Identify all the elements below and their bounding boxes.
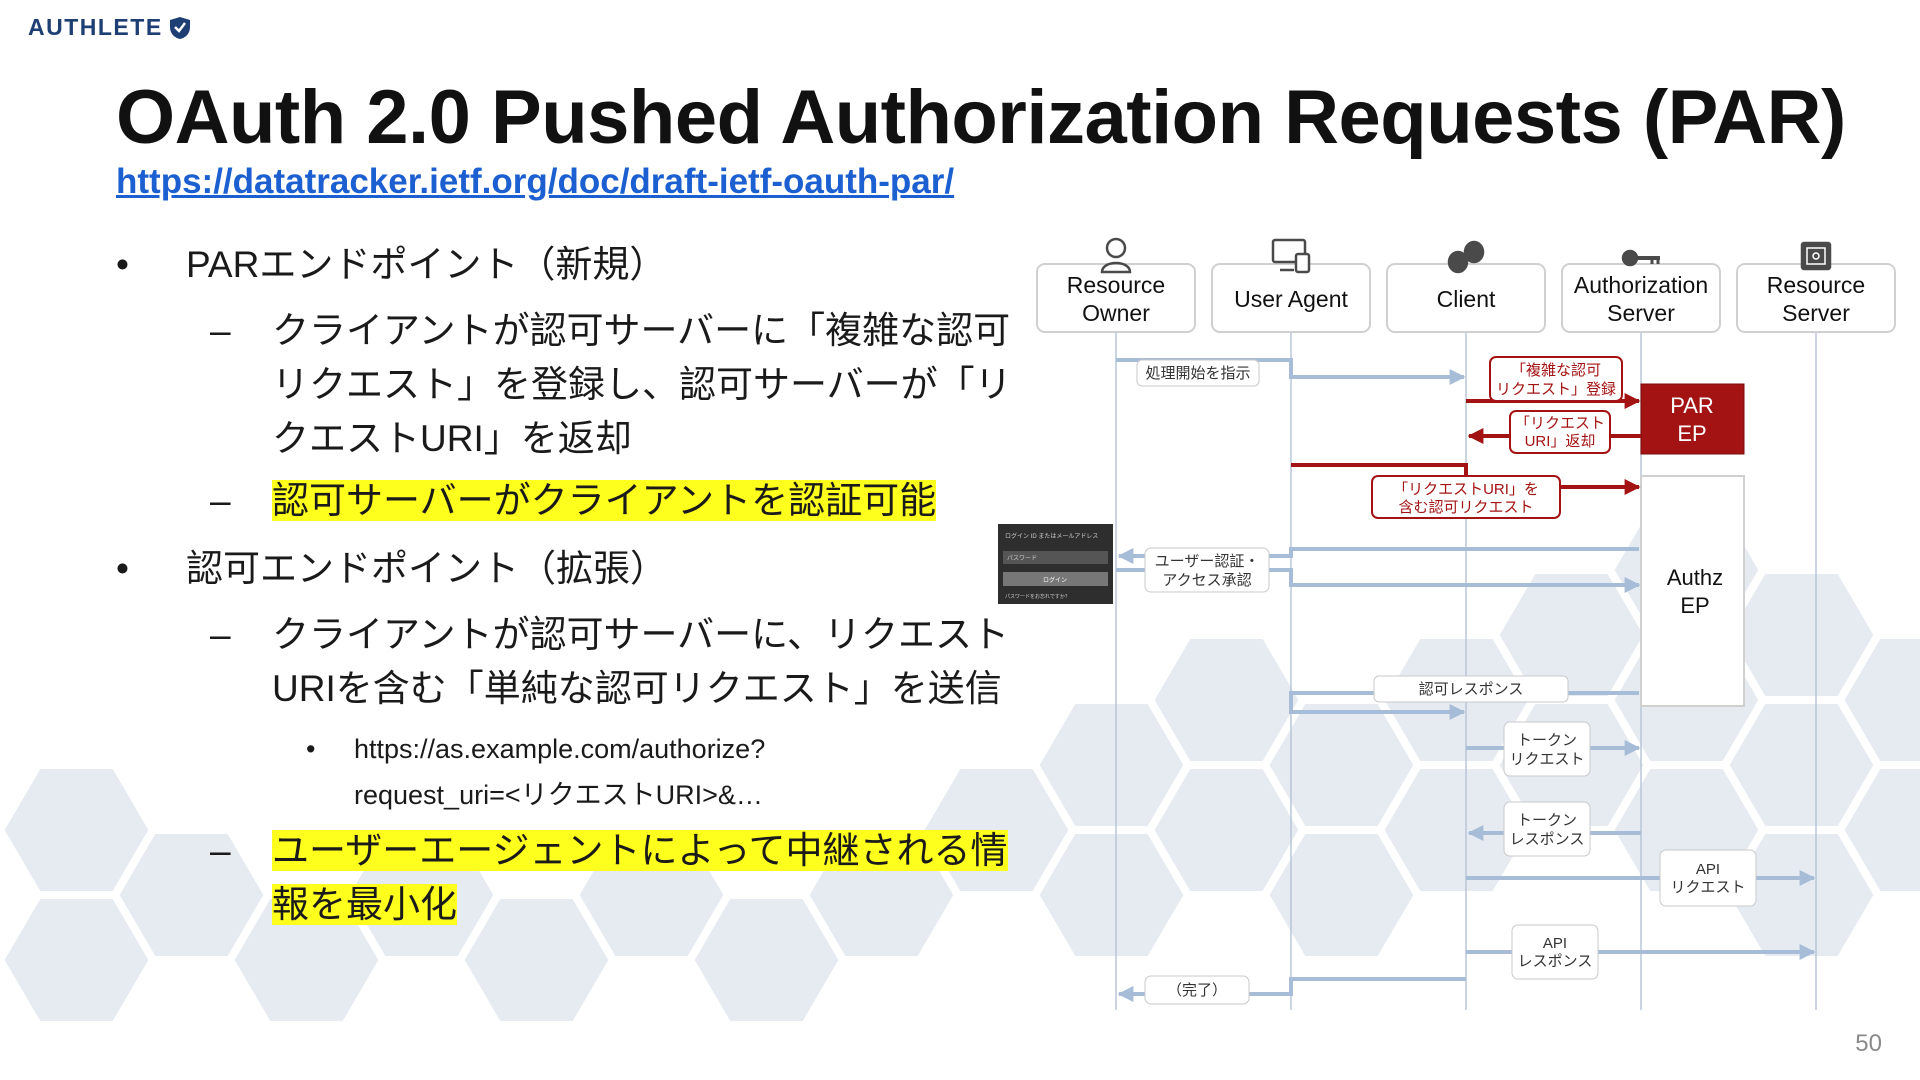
shield-icon: [169, 16, 190, 39]
label-text: トークン: [1517, 812, 1577, 829]
minimize-line1: ユーザーエージェントによって中継される情: [272, 824, 1008, 878]
page-number: 50: [1855, 1030, 1882, 1057]
label-text: 「複雑な認可: [1511, 362, 1601, 379]
label-text: 含む認可リクエスト: [1398, 499, 1533, 516]
bullet-marker: •: [116, 244, 129, 285]
login-id-label: ログイン ID またはメールアドレス: [1005, 532, 1098, 540]
label-text: ユーザー認証・: [1155, 553, 1260, 570]
actor-label-line1: Authorization: [1574, 272, 1708, 298]
label-api-response: API レスポンス: [1511, 924, 1599, 980]
authz-label-line1: Authz: [1667, 565, 1723, 590]
masks-icon: [1447, 240, 1485, 274]
actor-label-line1: Client: [1437, 286, 1496, 312]
label-text: （完了）: [1167, 982, 1227, 999]
actor-resource-owner: Resource Owner: [1036, 263, 1196, 333]
actor-label-line1: Resource: [1767, 272, 1865, 298]
label-text: トークン: [1517, 732, 1577, 749]
label-text: API: [1543, 935, 1567, 952]
dash-marker: –: [210, 830, 231, 871]
label-text: 「リクエストURI」を: [1393, 481, 1539, 498]
password-label: パスワード: [1007, 555, 1037, 562]
client-auth-highlight: 認可サーバーがクライアントを認証可能: [272, 474, 937, 528]
actor-user-agent: User Agent: [1211, 263, 1371, 333]
label-text: レスポンス: [1510, 831, 1585, 848]
par-label-line2: EP: [1677, 421, 1706, 446]
par-desc-line1: クライアントが認可サーバーに「複雑な認可: [272, 310, 1011, 351]
label-authz-request-with-uri: 「リクエストURI」を 含む認可リクエスト: [1371, 475, 1561, 519]
highlighted-text: 報を最小化: [272, 884, 457, 925]
bullet-marker: •: [116, 548, 129, 589]
authlete-logo: AUTHLETE: [28, 14, 191, 41]
dash-marker: –: [210, 614, 231, 655]
label-text: レスポンス: [1518, 953, 1593, 970]
authz-desc-line1: クライアントが認可サーバーに、リクエスト: [272, 614, 1010, 655]
actor-resource-server: Resource Server: [1736, 263, 1896, 333]
label-push-request: 「複雑な認可 リクエスト」登録: [1489, 356, 1623, 402]
actor-label-line2: Server: [1782, 300, 1850, 326]
actor-client: Client: [1386, 263, 1546, 333]
label-text: リクエスト: [1670, 879, 1745, 896]
bullet-authz-endpoint: 認可エンドポイント（拡張）: [186, 548, 667, 589]
label-text: URI」返却: [1525, 433, 1596, 450]
label-text: リクエスト: [1509, 751, 1584, 768]
label-text: アクセス承認: [1162, 572, 1251, 589]
label-token-request: トークン リクエスト: [1503, 721, 1591, 777]
par-label-line1: PAR: [1670, 393, 1714, 418]
par-desc-line2: リクエスト」を登録し、認可サーバーが「リ: [272, 364, 1012, 405]
dash-marker: –: [210, 480, 231, 521]
label-text: リクエスト」登録: [1496, 381, 1616, 398]
authz-endpoint: Authz EP: [1640, 475, 1745, 707]
login-button-label: ログイン: [1043, 576, 1067, 584]
minimize-line2: 報を最小化: [272, 878, 457, 932]
label-token-response: トークン レスポンス: [1503, 801, 1591, 857]
devices-icon: [1271, 238, 1311, 274]
example-url-line2: request_uri=<リクエストURI>&…: [354, 780, 763, 810]
actor-authorization-server: Authorization Server: [1561, 263, 1721, 333]
slide-title: OAuth 2.0 Pushed Authorization Requests …: [116, 75, 1846, 160]
actor-label-line2: Server: [1607, 300, 1675, 326]
authz-desc-line2: URIを含む「単純な認可リクエスト」を送信: [272, 668, 1002, 709]
label-request-uri-return: 「リクエスト URI」返却: [1509, 410, 1611, 454]
authz-label-line2: EP: [1680, 593, 1709, 618]
logo-text: AUTHLETE: [28, 14, 163, 40]
label-auth-response: 認可レスポンス: [1373, 675, 1569, 703]
par-endpoint: PAR EP: [1640, 383, 1745, 455]
label-text: 「リクエスト: [1515, 415, 1605, 432]
spec-link[interactable]: https://datatracker.ietf.org/doc/draft-i…: [116, 162, 955, 201]
label-text: 処理開始を指示: [1145, 365, 1250, 382]
login-form-thumbnail: ログイン ID またはメールアドレス パスワード ログイン パスワードをお忘れで…: [998, 524, 1113, 604]
par-desc-line3: クエストURI」を返却: [272, 418, 632, 459]
label-start-instruction: 処理開始を指示: [1136, 359, 1260, 387]
label-text: 認可レスポンス: [1419, 681, 1524, 698]
label-auth-consent: ユーザー認証・ アクセス承認: [1144, 547, 1270, 593]
label-api-request: API リクエスト: [1659, 849, 1757, 907]
label-done: （完了）: [1144, 975, 1250, 1005]
bullet-par-endpoint: PARエンドポイント（新規）: [186, 244, 667, 285]
label-text: API: [1696, 861, 1720, 878]
actor-label-line1: User Agent: [1234, 286, 1348, 312]
forgot-password-label: パスワードをお忘れですか？: [1005, 593, 1070, 600]
sub-bullet-marker: •: [306, 734, 316, 764]
actor-label-line2: Owner: [1082, 300, 1150, 326]
highlighted-text: 認可サーバーがクライアントを認証可能: [272, 480, 937, 521]
actor-label-line1: Resource: [1067, 272, 1165, 298]
person-icon: [1100, 237, 1132, 274]
dash-marker: –: [210, 310, 231, 351]
highlighted-text: ユーザーエージェントによって中継される情: [272, 830, 1008, 871]
example-url-line1: https://as.example.com/authorize?: [354, 734, 766, 764]
safe-icon: [1800, 241, 1832, 271]
key-icon: [1621, 249, 1660, 267]
